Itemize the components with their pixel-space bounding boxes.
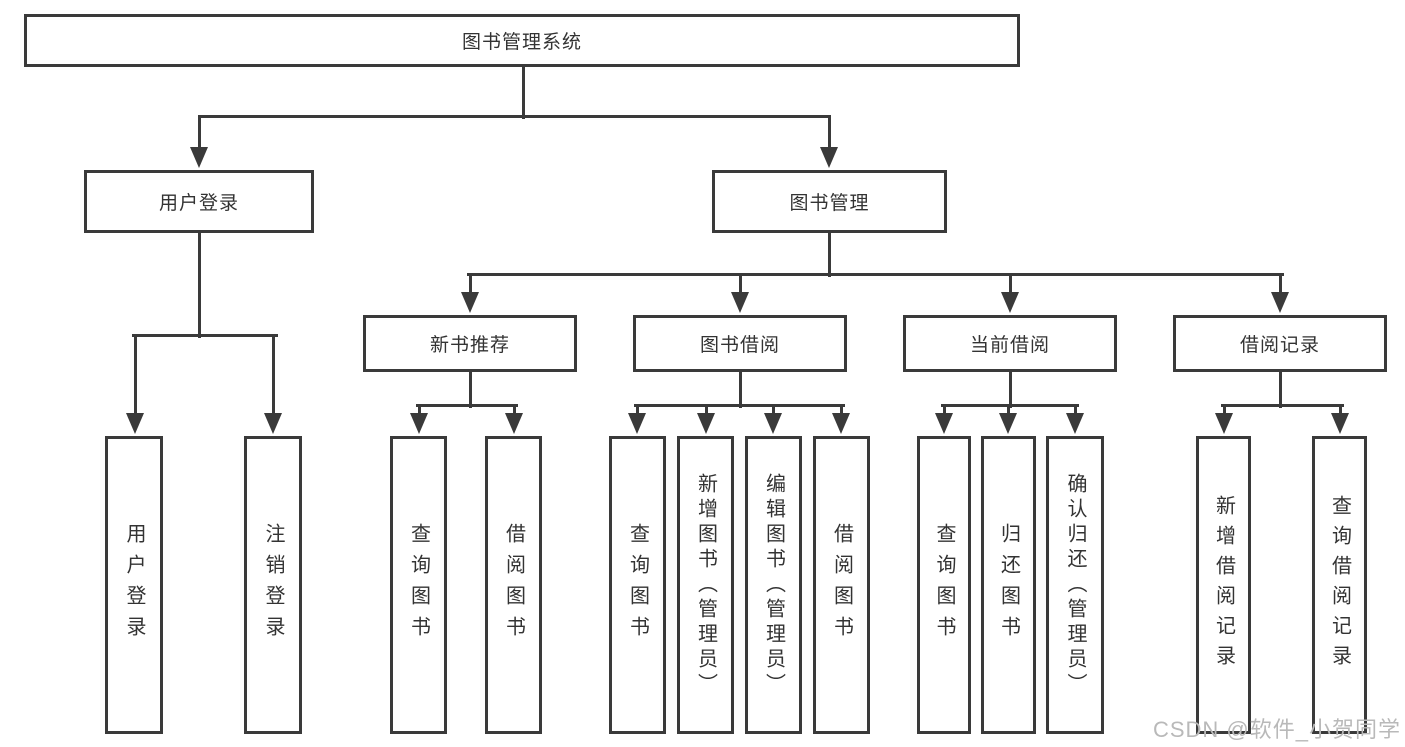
connector-line [1073,405,1077,417]
node-label: 用户登录 [158,193,239,214]
node-label: 图书管理系统 [461,32,582,53]
connector-line [1338,405,1342,417]
node-label: 归还图书 [997,523,1020,647]
node-label: 借阅记录 [1239,335,1320,356]
leaf-add-borrow-record: 新增借阅记录 [1196,436,1251,734]
node-label: 新增借阅记录 [1212,495,1235,675]
connector-line [771,405,775,417]
leaf-edit-books-admin: 编辑图书（管理员） [745,436,802,734]
connector-line [1220,403,1344,407]
connector-line [1278,372,1282,408]
leaf-borrow-books: 借阅图书 [813,436,870,734]
connector-line [635,405,639,417]
connector-line [417,405,421,417]
node-label: 注销登录 [262,523,284,647]
connector-line [940,403,1079,407]
node-book-management-branch: 图书管理 [712,170,947,233]
arrowhead-down-icon [628,413,646,434]
connector-line [1008,274,1012,296]
arrowhead-down-icon [832,413,850,434]
arrowhead-down-icon [190,147,208,168]
node-label: 用户登录 [123,523,145,647]
connector-line [633,403,845,407]
node-label: 确认归还（管理员） [1064,472,1086,698]
leaf-user-login: 用户登录 [105,436,163,734]
arrowhead-down-icon [461,292,479,313]
connector-line [466,272,1284,276]
leaf-add-books-admin: 新增图书（管理员） [677,436,734,734]
node-label: 查询图书 [933,523,955,647]
node-label: 新书推荐 [429,335,510,356]
connector-line [131,333,278,337]
leaf-query-books-current: 查询图书 [917,436,971,734]
connector-line [1008,372,1012,408]
connector-line [1222,405,1226,417]
leaf-borrow-books-recommend: 借阅图书 [485,436,542,734]
connector-line [271,335,275,417]
connector-line [468,372,472,408]
connector-line [1278,274,1282,296]
node-label: 查询图书 [407,523,430,647]
connector-line [738,372,742,408]
node-library-management-system: 图书管理系统 [24,14,1020,67]
arrowhead-down-icon [505,413,523,434]
arrowhead-down-icon [764,413,782,434]
connector-line [468,274,472,296]
connector-line [704,405,708,417]
connector-line [197,114,831,118]
leaf-query-books-borrowing: 查询图书 [609,436,666,734]
connector-line [1006,405,1010,417]
arrowhead-down-icon [410,413,428,434]
arrowhead-down-icon [820,147,838,168]
connector-line [512,405,516,417]
node-user-login-branch: 用户登录 [84,170,314,233]
node-label: 图书借阅 [699,335,780,356]
node-book-borrowing: 图书借阅 [633,315,847,372]
leaf-return-books: 归还图书 [981,436,1036,734]
leaf-query-books-recommend: 查询图书 [390,436,447,734]
node-label: 编辑图书（管理员） [762,472,785,698]
connector-line [942,405,946,417]
arrowhead-down-icon [1271,292,1289,313]
arrowhead-down-icon [999,413,1017,434]
arrowhead-down-icon [935,413,953,434]
node-label: 借阅图书 [502,523,525,647]
arrowhead-down-icon [1331,413,1349,434]
arrowhead-down-icon [264,413,282,434]
connector-line [415,403,518,407]
connector-line [197,116,201,151]
node-new-book-recommendation: 新书推荐 [363,315,577,372]
arrowhead-down-icon [697,413,715,434]
connector-line [738,274,742,296]
node-label: 查询借阅记录 [1328,495,1351,675]
connector-line [827,233,831,277]
node-label: 新增图书（管理员） [694,472,717,698]
node-label: 查询图书 [626,523,649,647]
connector-line [133,335,137,417]
connector-line [521,67,525,119]
node-current-borrowing: 当前借阅 [903,315,1117,372]
arrowhead-down-icon [1066,413,1084,434]
node-borrowing-records: 借阅记录 [1173,315,1387,372]
node-label: 借阅图书 [830,523,853,647]
leaf-logout: 注销登录 [244,436,302,734]
arrowhead-down-icon [1215,413,1233,434]
arrowhead-down-icon [1001,292,1019,313]
node-label: 当前借阅 [969,335,1050,356]
node-label: 图书管理 [789,193,870,214]
connector-line [839,405,843,417]
arrowhead-down-icon [731,292,749,313]
connector-line [197,233,201,338]
arrowhead-down-icon [126,413,144,434]
leaf-confirm-return-admin: 确认归还（管理员） [1046,436,1104,734]
connector-line [827,116,831,151]
leaf-query-borrow-record: 查询借阅记录 [1312,436,1367,734]
watermark: CSDN @软件_小贺同学 [1152,717,1401,742]
